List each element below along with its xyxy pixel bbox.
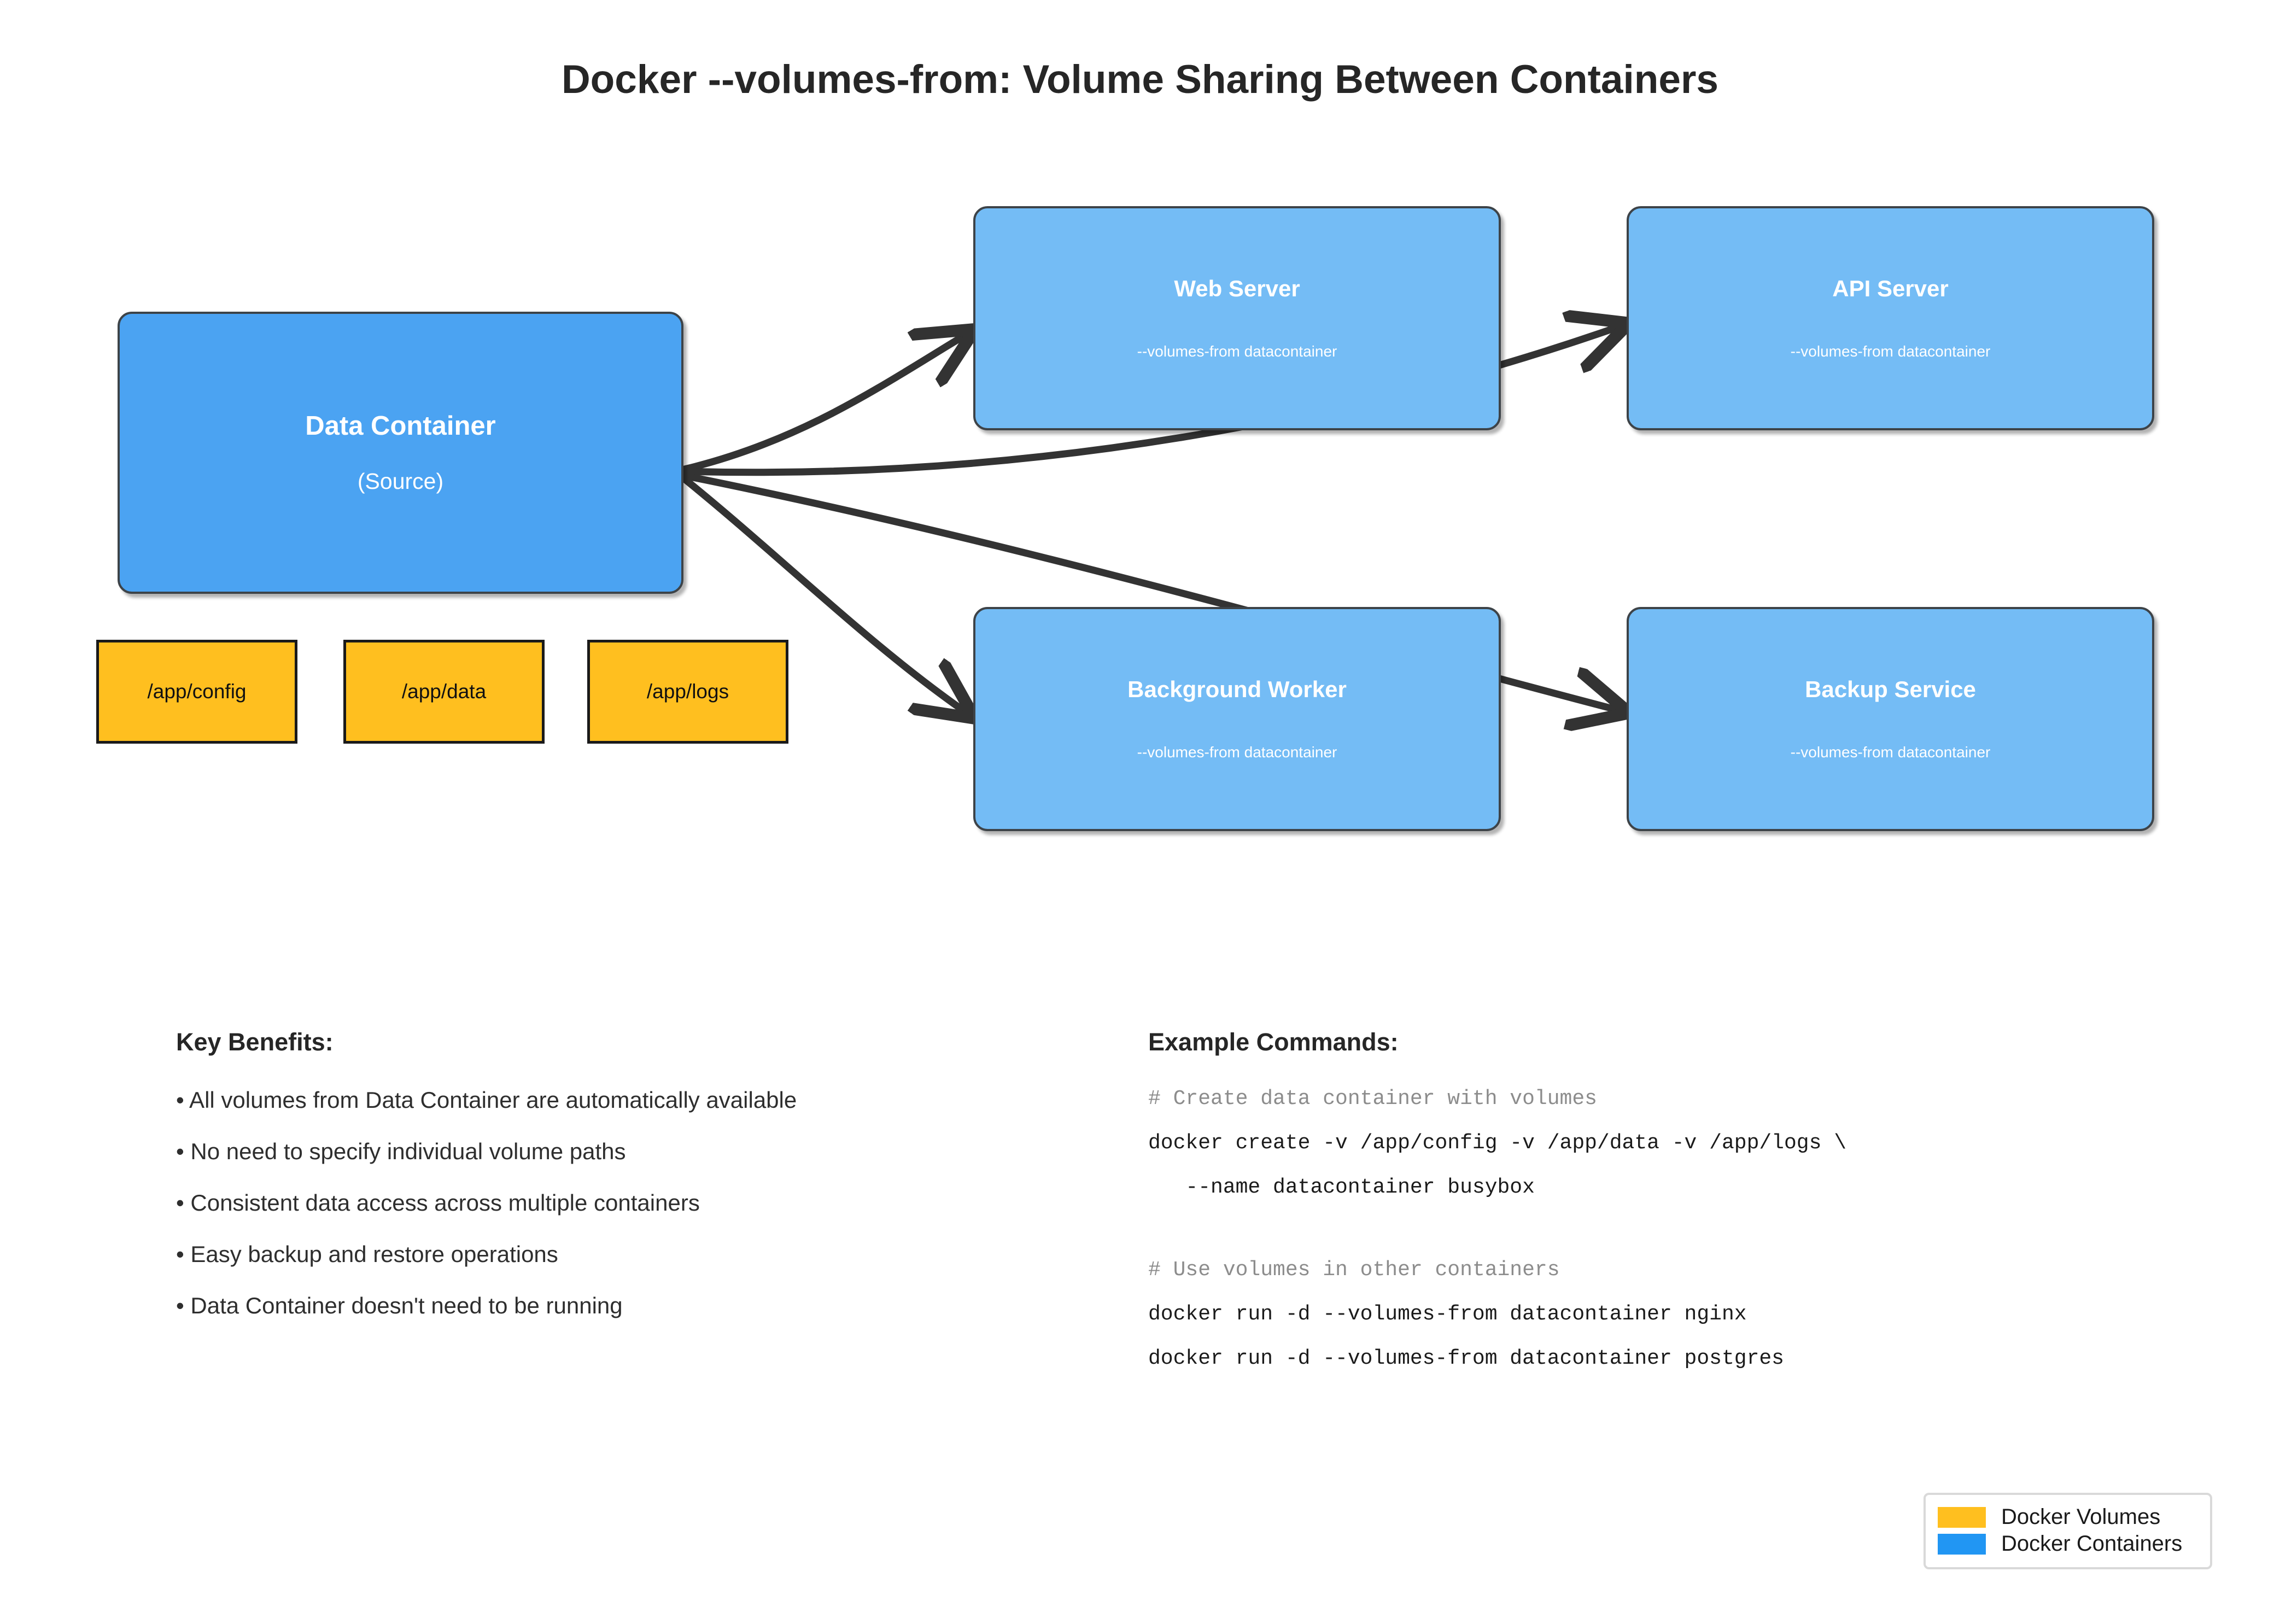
command-spacer [1148,1220,2132,1258]
node-api-server-sublabel: --volumes-from datacontainer [1790,343,1991,360]
volume-box-app-config[interactable]: /app/config [96,640,297,744]
key-benefits-heading: Key Benefits: [176,1028,334,1056]
benefit-item: • All volumes from Data Container are au… [176,1087,797,1113]
legend-label: Docker Containers [2001,1532,2183,1556]
legend-item-docker-containers: Docker Containers [1938,1532,2198,1556]
volume-box-app-data[interactable]: /app/data [343,640,545,744]
node-api-server[interactable]: API Server --volumes-from datacontainer [1627,206,2154,430]
volume-label: /app/data [401,680,487,703]
node-data-container-sublabel: (Source) [357,469,444,494]
legend-item-docker-volumes: Docker Volumes [1938,1505,2198,1529]
node-web-server-label: Web Server [1174,276,1300,301]
node-data-container-label: Data Container [305,411,496,441]
command-comment: # Use volumes in other containers [1148,1258,1560,1282]
example-commands-heading: Example Commands: [1148,1028,1399,1056]
legend-swatch-containers [1938,1533,1986,1555]
volume-label: /app/logs [646,680,729,703]
edge-source-to-web [681,334,968,473]
node-background-worker-label: Background Worker [1127,676,1347,702]
node-backup-service-sublabel: --volumes-from datacontainer [1790,744,1991,761]
benefit-item: • No need to specify individual volume p… [176,1138,626,1164]
page-title: Docker --volumes-from: Volume Sharing Be… [561,57,1719,102]
volume-label: /app/config [147,680,247,703]
node-data-container[interactable]: Data Container (Source) [118,312,683,594]
legend: Docker Volumes Docker Containers [1924,1493,2212,1569]
legend-swatch-volumes [1938,1506,1986,1528]
volume-box-app-logs[interactable]: /app/logs [587,640,788,744]
node-background-worker[interactable]: Background Worker --volumes-from datacon… [973,607,1501,831]
node-background-worker-sublabel: --volumes-from datacontainer [1137,744,1337,761]
benefit-item: • Consistent data access across multiple… [176,1190,700,1216]
key-benefits-section: Key Benefits: • All volumes from Data Co… [176,1028,996,1344]
node-web-server[interactable]: Web Server --volumes-from datacontainer [973,206,1501,430]
command-line: docker create -v /app/config -v /app/dat… [1148,1131,1847,1155]
node-backup-service[interactable]: Backup Service --volumes-from datacontai… [1627,607,2154,831]
command-comment: # Create data container with volumes [1148,1087,1597,1111]
example-commands-section: Example Commands: # Create data containe… [1148,1028,2132,1391]
node-api-server-label: API Server [1832,276,1949,301]
node-web-server-sublabel: --volumes-from datacontainer [1137,343,1337,360]
benefit-item: • Data Container doesn't need to be runn… [176,1293,623,1318]
node-backup-service-label: Backup Service [1805,676,1976,702]
benefit-item: • Easy backup and restore operations [176,1241,558,1267]
command-line: docker run -d --volumes-from datacontain… [1148,1302,1747,1326]
command-line: docker run -d --volumes-from datacontain… [1148,1347,1784,1370]
legend-label: Docker Volumes [2001,1505,2161,1529]
command-line: --name datacontainer busybox [1148,1176,1535,1199]
